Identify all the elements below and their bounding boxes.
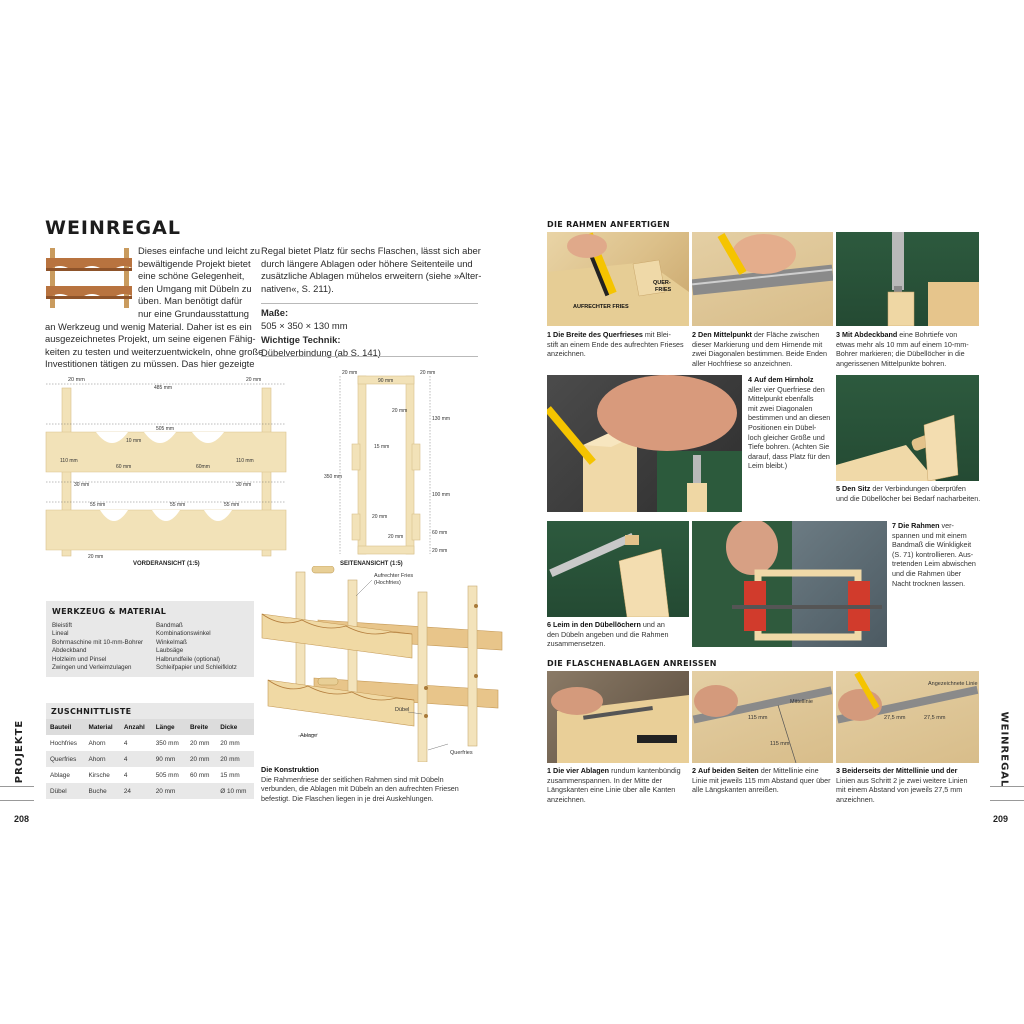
dim-label: 90 mm xyxy=(378,378,393,384)
dim-label: 55 mm xyxy=(90,502,105,508)
photo-step-5 xyxy=(836,375,979,481)
page-number-left: 208 xyxy=(14,814,30,824)
side-rule xyxy=(990,800,1024,801)
label-angezeichnete-linie: Angezeichnete Linie xyxy=(928,681,978,687)
section-title-flaschenablagen: DIE FLASCHENABLAGEN ANREISSEN xyxy=(547,659,717,668)
dim-label: 60 mm xyxy=(432,530,447,536)
construction-drawing xyxy=(261,566,503,762)
step-3-caption: 3 Mit Abdeckband eine Bohrtiefe von etwa… xyxy=(836,330,969,368)
photo-step-6 xyxy=(547,521,689,617)
photo-step-7 xyxy=(692,521,887,647)
tools-col2: Bandmaß Kombinationswinkel Winkelmaß Lau… xyxy=(156,622,237,672)
photo-b-step-2: Mittellinie 115 mm 115 mm xyxy=(692,671,833,763)
label-duebel: Dübel xyxy=(395,707,410,713)
dimensions-block: Maße: 505 × 350 × 130 mm Wichtige Techni… xyxy=(261,307,381,358)
photo-b-step-3: Angezeichnete Linie 27,5 mm 27,5 mm xyxy=(836,671,979,763)
photo-step-1: AUFRECHTER FRIES QUER- FRIES xyxy=(547,232,689,326)
label-115mm: 115 mm xyxy=(770,741,790,747)
photo-step-4 xyxy=(547,375,742,512)
wine-rack-thumbnail xyxy=(46,248,132,308)
b-step-2-caption: 2 Auf beiden Seiten der Mittellinie eine… xyxy=(692,766,831,795)
side-view-drawing: 20 mm 90 mm 20 mm 20 mm 130 mm 15 mm 350… xyxy=(324,370,450,555)
cutlist-title: ZUSCHNITTLISTE xyxy=(46,703,254,719)
tools-title: WERKZEUG & MATERIAL xyxy=(52,607,167,616)
dim-label: 55 mm xyxy=(170,502,185,508)
intro-text-col1: Dieses einfache und leicht zu bewältigen… xyxy=(45,245,264,370)
dim-label: 485 mm xyxy=(154,385,172,391)
dim-label: 20 mm xyxy=(68,377,85,383)
photo-b-step-1 xyxy=(547,671,689,763)
step-4-caption: 4 Auf dem Hirnholz aller vier Querfriese… xyxy=(748,375,831,471)
label-aufrechter-fries: AUFRECHTER FRIES xyxy=(573,304,629,310)
intro-text-col2: Regal bietet Platz für sechs Flaschen, l… xyxy=(261,245,482,294)
dim-label: 60mm xyxy=(196,464,210,470)
tools-col1: Bleistift Lineal Bohrmaschine mit 10-mm-… xyxy=(52,622,144,672)
section-title-rahmen: DIE RAHMEN ANFERTIGEN xyxy=(547,220,670,229)
tools-materials-box: WERKZEUG & MATERIAL Bleistift Lineal Boh… xyxy=(46,601,254,677)
dim-label: 20 mm xyxy=(420,370,435,376)
dim-label: 20 mm xyxy=(342,370,357,376)
dim-label: 110 mm xyxy=(60,458,78,464)
dim-label: 130 mm xyxy=(432,416,450,422)
dim-label: 55 mm xyxy=(224,502,239,508)
dim-label: 100 mm xyxy=(432,492,450,498)
dim-label: 20 mm xyxy=(88,554,103,560)
dim-label: 20 mm xyxy=(246,377,261,383)
label-mittellinie: Mittellinie xyxy=(790,699,813,705)
step-2-caption: 2 Den Mittelpunkt der Fläche zwischen di… xyxy=(692,330,828,368)
side-rule xyxy=(0,800,34,801)
side-rule xyxy=(0,786,34,787)
label-quer: QUER- xyxy=(653,280,671,286)
page-number-right: 209 xyxy=(993,814,1009,824)
dim-label: 350 mm xyxy=(324,474,342,480)
step-1-caption: 1 Die Breite des Querfrieses mit Blei- s… xyxy=(547,330,684,359)
label-27-5mm: 27,5 mm xyxy=(924,715,946,721)
label-aufrechter-fries: Aufrechter Fries (Hochfries) xyxy=(374,573,414,586)
step-7-caption: 7 Die Rahmen ver- spannen und mit einem … xyxy=(892,521,976,588)
side-rule xyxy=(990,786,1024,787)
b-step-3-caption: 3 Beiderseits der Mittellinie und der Li… xyxy=(836,766,968,804)
dim-label: 110 mm xyxy=(236,458,254,464)
label-27-5mm: 27,5 mm xyxy=(884,715,906,721)
page-title: WEINREGAL xyxy=(45,217,181,239)
step-5-caption: 5 Den Sitz der Verbindungen überprüfen u… xyxy=(836,484,981,503)
dim-label: 20 mm xyxy=(432,548,447,554)
label-115mm: 115 mm xyxy=(748,715,768,721)
side-tab-weinregal: WEINREGAL xyxy=(998,711,1010,788)
dim-label: 20 mm xyxy=(372,514,387,520)
photo-step-3 xyxy=(836,232,979,326)
dim-label: 10 mm xyxy=(126,438,141,444)
dim-label: 15 mm xyxy=(374,444,389,450)
front-view-caption: VORDERANSICHT (1:5) xyxy=(133,561,200,567)
dim-label: 30 mm xyxy=(74,482,89,488)
step-6-caption: 6 Leim in den Dübellöchern und an den Dü… xyxy=(547,620,669,649)
b-step-1-caption: 1 Die vier Ablagen rundum kantenbündig z… xyxy=(547,766,681,804)
side-tab-projekte: PROJEKTE xyxy=(14,719,26,784)
dim-label: 60 mm xyxy=(116,464,131,470)
construction-caption: Die Konstruktion Die Rahmenfriese der se… xyxy=(261,765,459,803)
divider xyxy=(261,303,478,304)
dim-label: 30 mm xyxy=(236,482,251,488)
label-fries: FRIES xyxy=(655,287,672,293)
label-querfries: Querfries xyxy=(450,750,473,756)
dim-label: 20 mm xyxy=(388,534,403,540)
dim-label: 20 mm xyxy=(392,408,407,414)
front-view-drawing: 20 mm 485 mm 20 mm 505 mm 10 mm 110 mm 6… xyxy=(45,377,287,560)
side-view-caption: SEITENANSICHT (1:5) xyxy=(340,561,403,567)
label-ablage: Ablage xyxy=(300,733,318,739)
divider xyxy=(261,356,478,357)
dim-label: 505 mm xyxy=(156,426,174,432)
photo-step-2 xyxy=(692,232,833,326)
